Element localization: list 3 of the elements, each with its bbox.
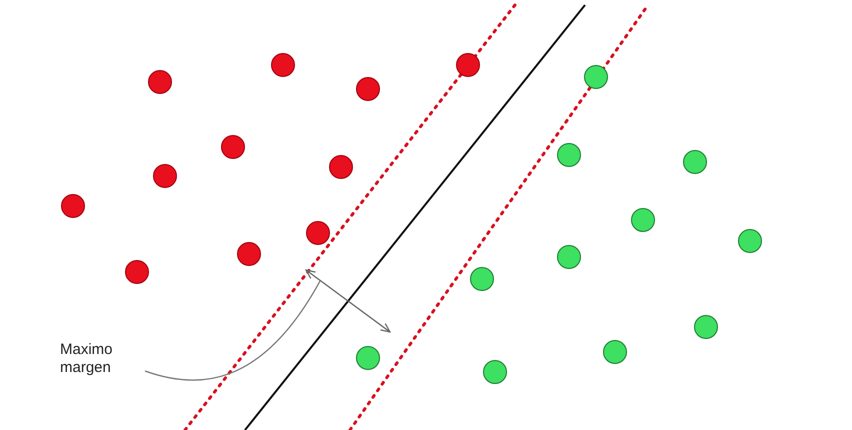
callout-text: Maximo margen (60, 341, 145, 377)
dimension-line (305, 269, 391, 333)
leader-line (144, 280, 321, 381)
